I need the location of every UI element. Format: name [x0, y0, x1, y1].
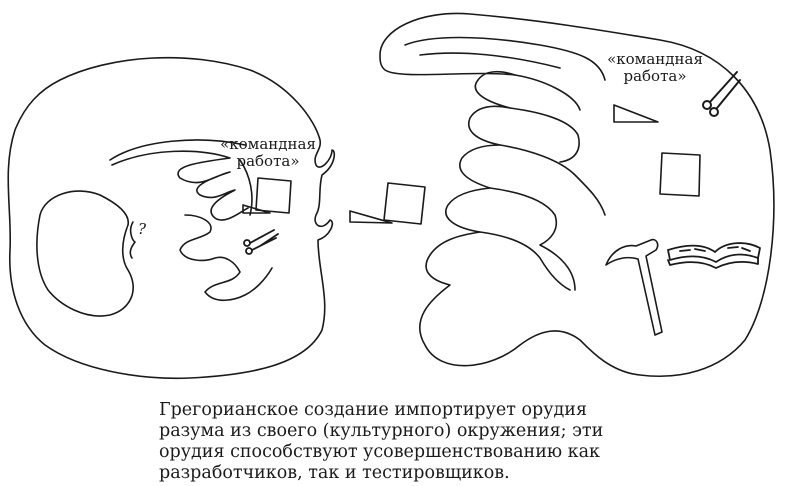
caption-line-3: орудия способствуют усовершенствованию к… — [159, 442, 600, 462]
right-book-icon — [667, 242, 761, 269]
right-label-line1: «командная — [607, 50, 703, 68]
left-team-work-label: «командная работа» — [203, 136, 333, 170]
left-convoluted-line — [109, 139, 273, 302]
left-squiggle — [129, 221, 136, 259]
left-inner-blob — [36, 190, 134, 317]
right-label-line2: работа» — [623, 67, 687, 85]
right-square-icon — [659, 152, 701, 197]
left-label-line2: работа» — [236, 152, 300, 170]
right-inner-curves — [404, 36, 606, 291]
right-creature-outline — [379, 12, 775, 378]
caption-line-2: разума из своего (культурного) окружения… — [159, 421, 604, 441]
right-triangle-ruler-icon — [613, 104, 659, 123]
left-triangle-ruler-icon — [242, 204, 271, 214]
figure-caption: Грегорианское создание импортирует оруди… — [159, 400, 639, 484]
between-triangle-ruler-icon — [349, 210, 393, 224]
between-square-icon — [383, 182, 426, 225]
left-creature-outline — [7, 56, 336, 380]
right-hammer-icon — [605, 238, 663, 336]
caption-line-1: Грегорианское создание импортирует оруди… — [159, 400, 587, 420]
left-scissors-icon — [243, 229, 279, 255]
left-label-line1: «командная — [220, 135, 316, 153]
question-mark: ? — [138, 220, 147, 238]
right-scissors-icon — [702, 71, 741, 117]
right-team-work-label: «командная работа» — [600, 51, 710, 85]
left-square-icon — [255, 177, 292, 214]
caption-line-4: разработчиков, так и тестировщиков. — [159, 463, 510, 483]
